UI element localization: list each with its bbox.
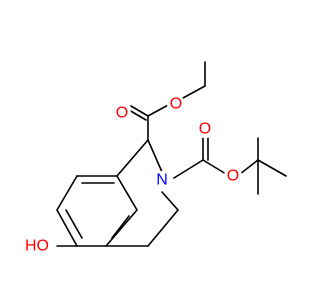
atom-label-hydroxyl: HO [22,236,52,256]
bond-ester-o-carbonyl-c [147,103,171,117]
bond-c1-n [147,139,163,173]
svg-text:O: O [170,96,182,113]
bond-n-c3 [161,191,179,211]
bond-c5-c4a [105,209,138,247]
bond-c3-c4 [147,209,179,247]
atom-label-ester-o: O [167,95,185,113]
bond-c7-c6 [56,209,78,247]
atom-label-ring-n: N [153,171,171,189]
bond-ester-c-o-double-2 [128,109,147,121]
aromatic-inner-bond-3 [111,215,130,239]
bond-c8-c7 [56,175,78,211]
atom-label-ester-carbonyl-o: O [113,104,131,122]
bond-n-boc-carbonyl-c [173,159,204,179]
svg-text:O: O [227,168,239,185]
boc-group [173,137,287,195]
bond-c4a-c8a [116,175,138,211]
svg-text:O: O [199,121,211,138]
svg-text:N: N [156,172,168,189]
bond-ester-c-o-double-1 [130,105,149,117]
bond-boc-o-tert-c [239,159,259,175]
ring-system [56,139,179,247]
atom-label-boc-o: O [224,167,242,185]
bond-tert-c-methyl-right [257,159,287,177]
svg-text:HO: HO [25,238,49,255]
aromatic-inner-bond-2 [65,209,83,239]
atom-label-boc-carbonyl-o: O [196,120,214,138]
bond-boc-c-o-single [202,159,227,175]
molecule-canvas: O O O O N HO [22,61,287,256]
svg-text:O: O [116,105,128,122]
bond-c1-c8a [116,139,149,177]
bond-ethyl-ch2-o [182,85,206,99]
ethyl-ester-group [128,61,206,141]
structure-drawing: O O O O N HO [22,61,287,256]
